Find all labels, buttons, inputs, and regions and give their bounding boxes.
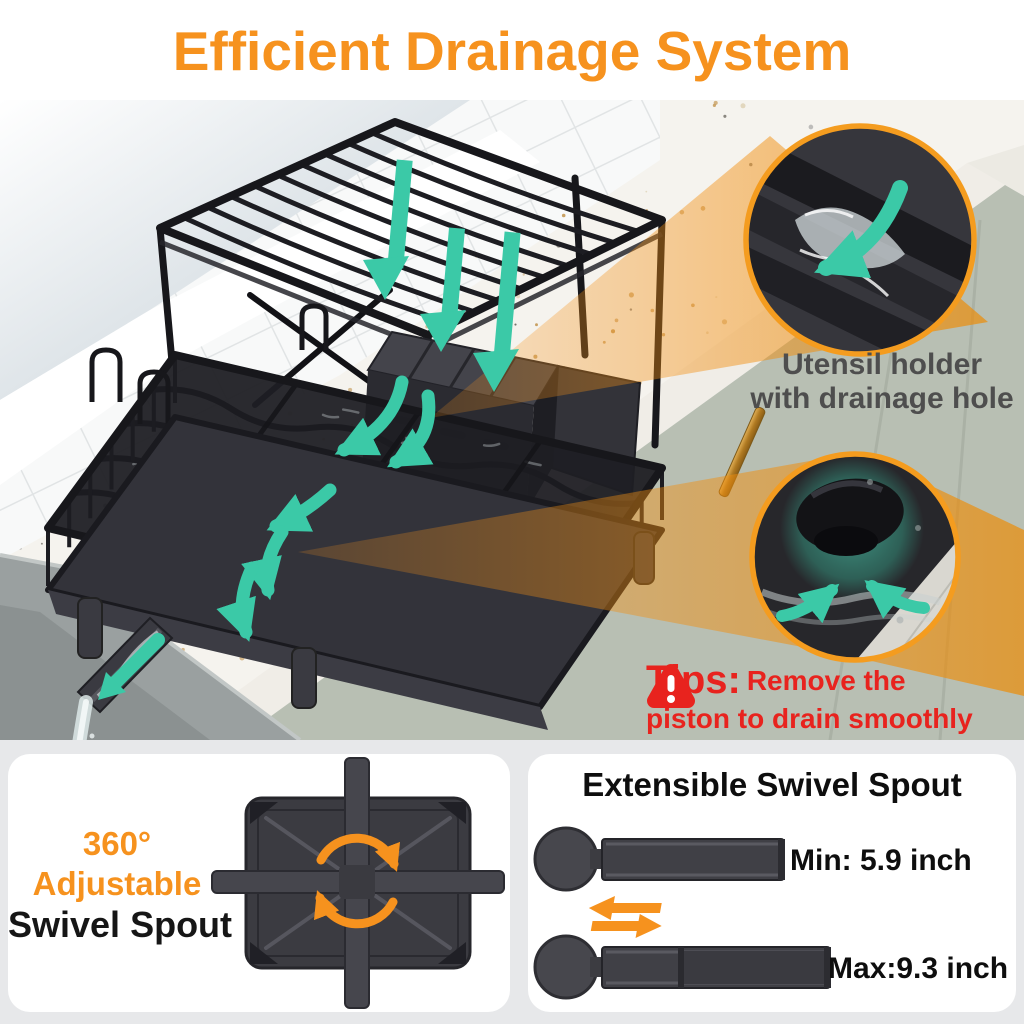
swivel-adjustable: Adjustable <box>32 864 202 902</box>
utensil-label-line1: Utensil holder <box>781 348 983 381</box>
water-flow-down-arrows <box>363 159 521 392</box>
spout-length-graphics <box>533 826 831 1000</box>
spout-min-graphic <box>533 826 785 892</box>
extensible-spout-card: Extensible Swivel Spout <box>528 754 1016 1012</box>
water-flow-curved-arrows <box>216 375 436 642</box>
max-length-label: Max:9.3 inch <box>828 952 1009 985</box>
swivel-name: Swivel Spout <box>8 904 233 946</box>
utensil-label-line2: with drainage hole <box>750 381 1014 415</box>
scene-art <box>0 100 1024 740</box>
cup-hooks <box>89 303 329 424</box>
drip-tray-top-view <box>211 757 505 1009</box>
utensil-drain-callout-circle <box>743 123 977 357</box>
swivel-spout-card: 360° Adjustable Swivel Spout <box>8 754 510 1012</box>
header: Efficient Drainage System <box>0 0 1024 102</box>
spout-drain-arrow <box>98 633 165 700</box>
swivel-degree: 360° <box>82 825 152 862</box>
warning-icon <box>646 664 696 708</box>
extensible-title: Extensible Swivel Spout <box>582 766 962 803</box>
tips-note: Tips:Remove the piston to drain smoothly <box>646 658 973 734</box>
window <box>0 100 470 400</box>
feature-section: 360° Adjustable Swivel Spout <box>0 740 1024 1024</box>
extend-swap-arrows <box>588 896 662 938</box>
min-length-label: Min: 5.9 inch <box>790 844 972 877</box>
utensil-holder-label: Utensil holder with drainage hole <box>726 348 1024 416</box>
spout-max-graphic <box>533 934 831 1000</box>
swivel-spout-text: 360° Adjustable Swivel Spout <box>8 824 233 946</box>
tips-text-line2: piston to drain smoothly <box>646 702 973 734</box>
tips-text-line1: Remove the <box>746 665 906 696</box>
kitchen-scene: Utensil holder with drainage hole Tips:R… <box>0 100 1024 740</box>
rotate-arrows-icon <box>314 833 400 929</box>
page-title: Efficient Drainage System <box>172 20 852 82</box>
